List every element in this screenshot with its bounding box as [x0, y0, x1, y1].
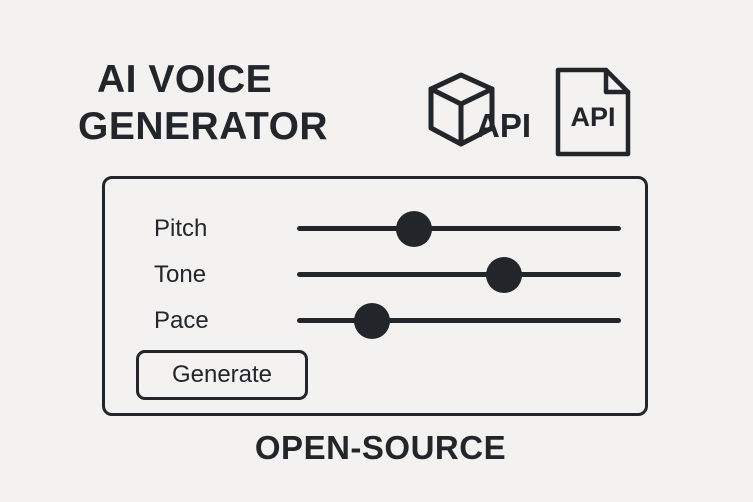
- pitch-slider-thumb[interactable]: [395, 211, 432, 247]
- tone-label: Tone: [154, 261, 207, 288]
- page-title-line1: AI VOICE: [97, 58, 273, 101]
- open-source-label: OPEN-SOURCE: [254, 429, 507, 466]
- pitch-row: Pitch: [105, 207, 645, 251]
- pitch-slider[interactable]: [297, 211, 621, 247]
- tone-slider-thumb[interactable]: [486, 257, 523, 293]
- pace-label: Pace: [154, 307, 209, 334]
- generate-button[interactable]: Generate: [136, 350, 308, 400]
- cube-api-svg: API: [428, 72, 531, 147]
- tone-slider[interactable]: [297, 257, 621, 293]
- pitch-label: Pitch: [154, 215, 208, 242]
- voice-settings-panel: Pitch Tone Pace Generate: [102, 176, 648, 416]
- document-api-label: API: [570, 102, 615, 132]
- document-api-icon: API: [552, 66, 634, 162]
- pace-slider-thumb[interactable]: [353, 303, 390, 339]
- tone-row: Tone: [105, 253, 645, 297]
- cube-api-label: API: [476, 107, 531, 144]
- document-api-svg: API: [555, 67, 631, 157]
- cube-api-icon: API: [424, 70, 544, 160]
- page-title: AI VOICE GENERATOR: [78, 56, 328, 150]
- tone-slider-track[interactable]: [297, 272, 621, 277]
- pace-row: Pace: [105, 299, 645, 343]
- pace-slider[interactable]: [297, 303, 621, 339]
- page-title-line2: GENERATOR: [78, 105, 329, 148]
- pace-slider-track[interactable]: [297, 318, 621, 323]
- pitch-slider-track[interactable]: [297, 226, 621, 231]
